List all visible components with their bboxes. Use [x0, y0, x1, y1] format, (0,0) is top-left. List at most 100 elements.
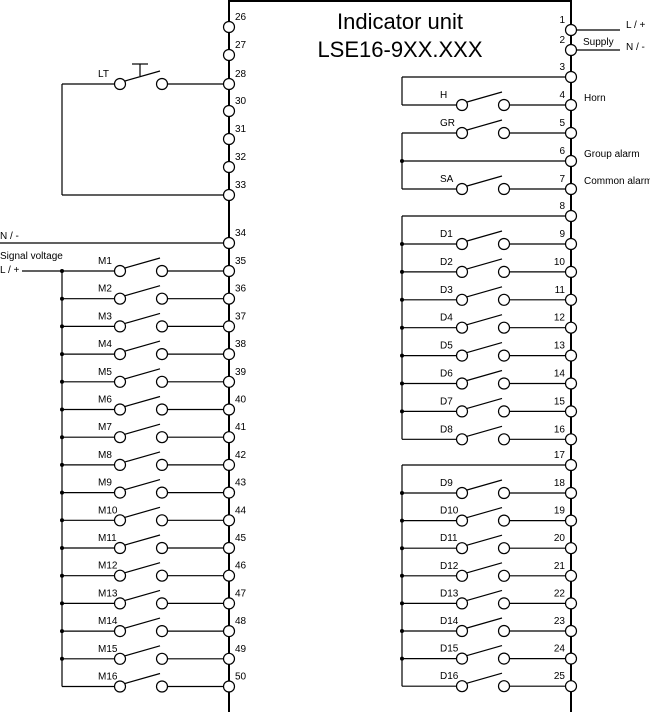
terminal-number-17: 17	[554, 450, 566, 461]
output-switch-d7-contact	[466, 397, 503, 409]
output-switch-d10-contact-right	[497, 514, 511, 527]
terminal-number-20: 20	[554, 533, 566, 544]
input-switch-m1-contact-right	[155, 264, 169, 278]
horn-label: Horn	[584, 93, 606, 104]
group-alarm-switch-contact-left	[455, 126, 469, 140]
terminal-17	[564, 458, 578, 472]
unit-model: LSE16-9XX.XXX	[317, 37, 482, 62]
input-switch-m3-contact-right	[155, 320, 169, 333]
output-switch-d12-contact-left	[455, 569, 469, 582]
input-switch-m4-contact	[124, 340, 161, 352]
terminal-number-50: 50	[235, 672, 247, 683]
common-alarm-label: Common alarm	[584, 176, 650, 187]
terminal-number-4: 4	[559, 90, 565, 101]
terminal-46	[222, 569, 236, 582]
terminal-20	[564, 542, 578, 555]
input-switch-m16-label: M16	[98, 672, 118, 683]
input-switch-m10-contact-right	[155, 514, 169, 527]
output-switch-d14-contact-left	[455, 624, 469, 638]
terminal-7	[564, 182, 578, 196]
terminal-41	[222, 431, 236, 444]
terminal-number-23: 23	[554, 616, 566, 627]
output-switch-d3-contact	[466, 286, 503, 298]
terminal-number-48: 48	[235, 616, 247, 627]
output-switch-d8-label: D8	[440, 424, 453, 435]
output-switch-d13-contact	[466, 589, 503, 601]
output-switch-d5-label: D5	[440, 341, 453, 352]
terminal-31	[222, 132, 236, 146]
input-switch-m13-contact-right	[155, 597, 169, 610]
terminal-14	[564, 377, 578, 390]
input-switch-m8-contact	[124, 451, 161, 463]
input-switch-m7-contact-left	[113, 431, 127, 444]
terminal-number-26: 26	[235, 12, 247, 23]
indicator-unit-box	[228, 0, 572, 712]
terminal-number-43: 43	[235, 478, 247, 489]
input-switch-m12-label: M12	[98, 561, 118, 572]
output-switch-d2-contact-right	[497, 265, 511, 278]
common-alarm-switch-label: SA	[440, 174, 454, 185]
output-switch-d11-contact	[466, 534, 503, 546]
terminal-9	[564, 237, 578, 251]
output-switch-d16-contact-left	[455, 680, 469, 693]
terminal-42	[222, 458, 236, 471]
input-switch-m6-label: M6	[98, 395, 112, 406]
output-switch-d13-contact-right	[497, 597, 511, 610]
input-switch-m5-label: M5	[98, 367, 112, 378]
lamp-test-switch-contact	[124, 70, 161, 82]
input-switch-m14-contact-left	[113, 624, 127, 638]
input-switch-m6-contact-right	[155, 403, 169, 416]
input-switch-m15-contact-right	[155, 652, 169, 665]
terminal-number-15: 15	[554, 396, 566, 407]
output-switch-d4-contact-right	[497, 321, 511, 334]
output-switch-d5-contact	[466, 342, 503, 354]
output-switch-d1-contact-right	[497, 237, 511, 251]
output-switch-d11-contact-left	[455, 542, 469, 555]
terminal-26	[222, 20, 236, 34]
terminal-number-9: 9	[559, 229, 565, 240]
terminal-number-41: 41	[235, 422, 247, 433]
output-switch-d12-contact-right	[497, 569, 511, 582]
terminal-number-12: 12	[554, 313, 566, 324]
input-switch-m10-contact-left	[113, 514, 127, 527]
terminal-number-14: 14	[554, 369, 566, 380]
input-switch-m16-contact-left	[113, 680, 127, 693]
terminal-number-30: 30	[235, 96, 247, 107]
output-switch-d7-label: D7	[440, 396, 453, 407]
terminal-4	[564, 98, 578, 112]
terminal-22	[564, 597, 578, 610]
group-alarm-label: Group alarm	[584, 149, 640, 160]
terminal-30	[222, 104, 236, 118]
terminal-number-25: 25	[554, 671, 566, 682]
signal-voltage-label: Signal voltage	[0, 251, 63, 262]
terminal-number-10: 10	[554, 257, 566, 268]
input-switch-m15-contact-left	[113, 652, 127, 665]
terminal-47	[222, 597, 236, 610]
unit-title: Indicator unit	[337, 9, 463, 34]
output-switch-d3-contact-right	[497, 293, 511, 306]
output-switch-d14-contact-right	[497, 624, 511, 638]
group-alarm-switch-label: GR	[440, 118, 455, 129]
terminal-number-33: 33	[235, 180, 247, 191]
input-switch-m13-label: M13	[98, 588, 118, 599]
terminal-39	[222, 375, 236, 388]
input-switch-m16-contact	[124, 672, 161, 685]
input-switch-m12-contact	[124, 562, 161, 574]
terminal-28	[222, 77, 236, 91]
input-switch-m9-contact-left	[113, 486, 127, 499]
terminal-number-44: 44	[235, 505, 247, 516]
lamp-test-switch-contact-left	[113, 77, 127, 91]
terminal-number-40: 40	[235, 395, 247, 406]
common-alarm-switch-contact-left	[455, 182, 469, 196]
terminal-23	[564, 624, 578, 638]
input-switch-m12-contact-right	[155, 569, 169, 582]
output-switch-d15-contact	[466, 645, 503, 657]
input-switch-m15-label: M15	[98, 644, 118, 655]
output-switch-d16-contact	[466, 672, 503, 684]
terminal-32	[222, 160, 236, 174]
input-switch-m2-contact	[124, 285, 161, 297]
input-switch-m11-label: M11	[98, 533, 117, 544]
input-switch-m6-contact	[124, 395, 161, 408]
input-switch-m3-contact-left	[113, 320, 127, 333]
